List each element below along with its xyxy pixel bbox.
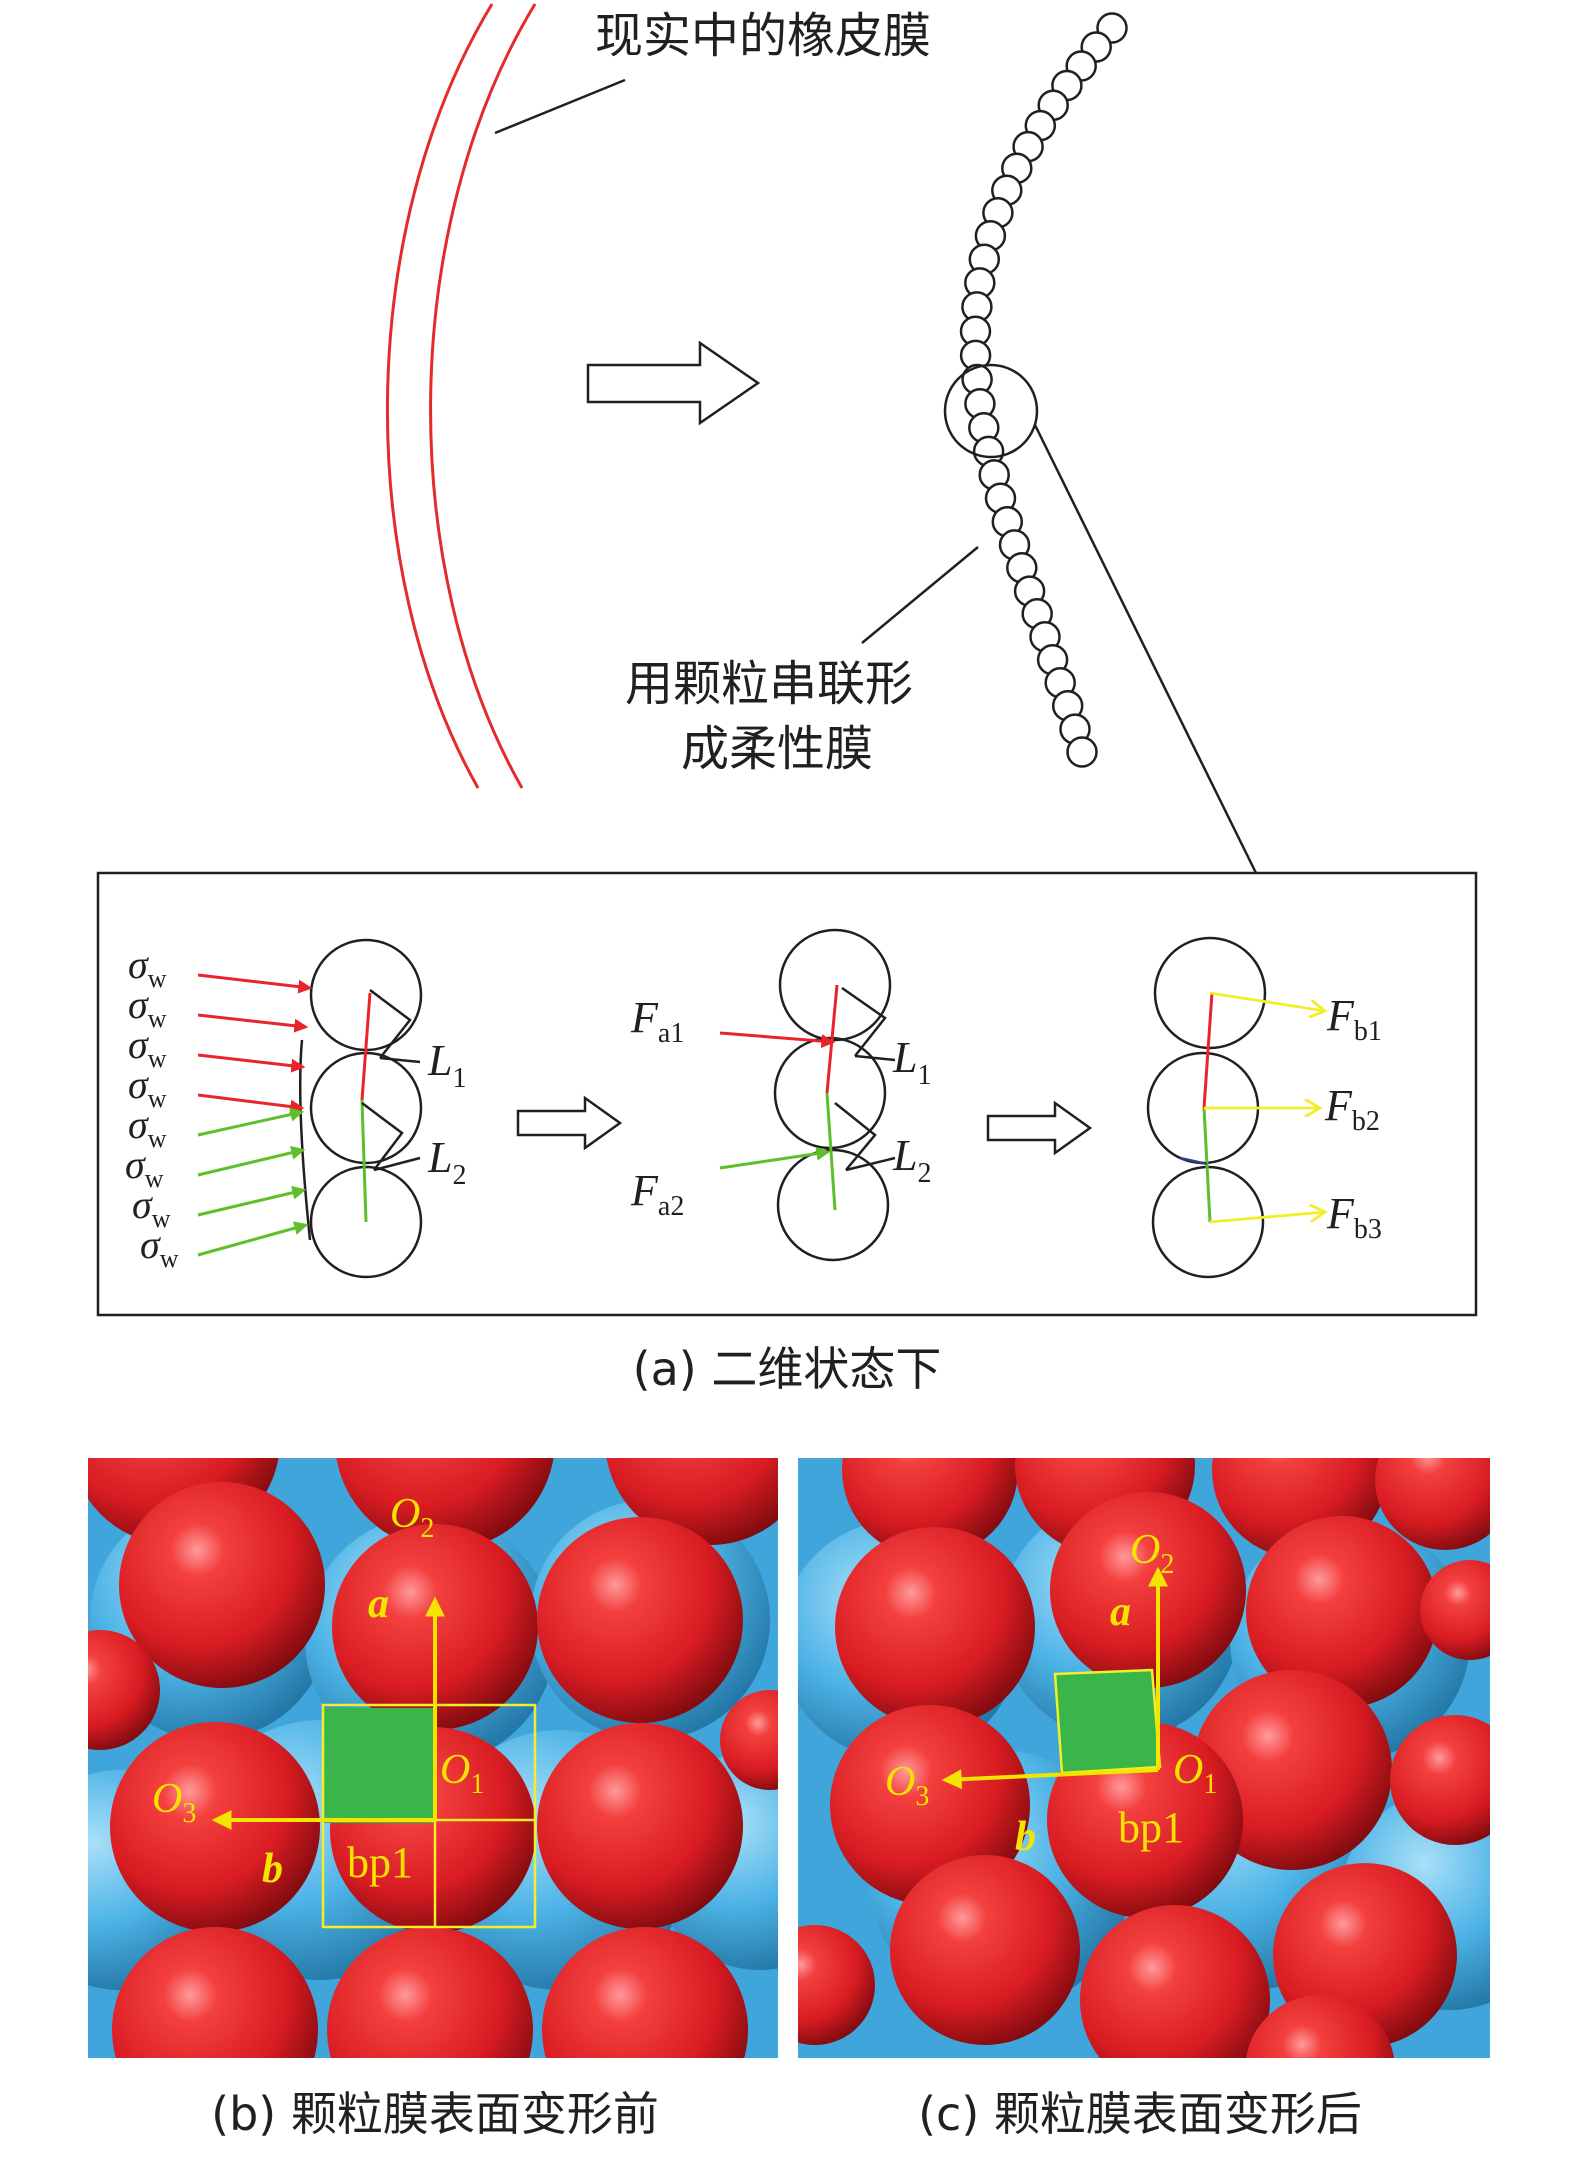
stage2-L1-label: L1 <box>892 1033 931 1091</box>
stage2-zigzag-L2 <box>834 1102 896 1172</box>
sigma-arrow <box>197 1053 306 1073</box>
transform-arrow-a2 <box>986 1100 1093 1156</box>
panel-c-b-label: b <box>1015 1814 1036 1860</box>
panel-c-bp1-label: bp1 <box>1118 1803 1184 1852</box>
sigma-arrow <box>197 1185 307 1217</box>
sigma-w-label: σw <box>128 982 167 1033</box>
stage2-Fa2-label: Fa2 <box>630 1166 684 1222</box>
chain-particle <box>1066 736 1098 768</box>
particle-chain-membrane <box>959 12 1128 768</box>
stage2-Fa1-label: Fa1 <box>630 993 684 1049</box>
panel-c-render: O2 a O1 O3 b bp1 <box>798 1458 1490 2058</box>
sigma-w-label: σw <box>128 1062 167 1113</box>
stage1-boundary-curve <box>298 1039 312 1241</box>
panel-c-O2-label: O2 <box>1130 1527 1174 1580</box>
stage3-arrow-Fb3 <box>1209 1212 1325 1224</box>
stage2-particles <box>773 928 892 1262</box>
stage1-particles <box>309 938 423 1279</box>
panel-b-bp1-label: bp1 <box>347 1838 413 1887</box>
stage3-center-links <box>1179 992 1214 1223</box>
panel-b-O3-label: O3 <box>152 1776 196 1829</box>
stage3-Fb1-label: Fb1 <box>1326 991 1382 1047</box>
sigma-arrow <box>197 1145 306 1177</box>
panel-b-a-label: a <box>368 1581 389 1627</box>
panel-c-O1-label: O1 <box>1173 1747 1217 1800</box>
sigma-w-label: σw <box>125 1142 164 1193</box>
panel-b-O2-label: O2 <box>390 1491 434 1544</box>
panel-c-red-particles <box>798 1458 1490 2058</box>
stage1-zigzag-L2 <box>361 1102 421 1172</box>
sigma-w-label: σw <box>140 1222 179 1273</box>
particle-membrane-label-line2: 成柔性膜 <box>681 721 873 777</box>
panel-c-green-patch <box>1053 1668 1162 1775</box>
real-rubber-membrane <box>386 3 537 789</box>
panel-c-caption: (c) 颗粒膜表面变形后 <box>918 2087 1362 2141</box>
stage1-center-links <box>360 992 372 1223</box>
stage3-Fb2-label: Fb2 <box>1324 1081 1380 1137</box>
panel-b-green-patch <box>323 1708 433 1823</box>
real-membrane-leader-line <box>494 78 626 135</box>
stage2-arrow-Fa2 <box>719 1146 831 1170</box>
real-membrane-label: 现实中的橡皮膜 <box>595 8 931 64</box>
panel-c-vector-b <box>941 1768 1159 1790</box>
stage1-L1-label: L1 <box>427 1036 466 1094</box>
particle-membrane-label-line1: 用颗粒串联形 <box>625 656 913 712</box>
stage1-zigzag-L1 <box>369 989 421 1064</box>
zoom-connector-line <box>1033 424 1258 874</box>
sigma-arrow <box>197 1093 305 1114</box>
panel-b-b-label: b <box>262 1846 283 1892</box>
sigma-pressure-arrows <box>197 973 313 1257</box>
sigma-arrow <box>197 1107 305 1137</box>
panel-c-O3-label: O3 <box>885 1759 929 1812</box>
panel-b-O1-label: O1 <box>440 1747 484 1800</box>
transform-arrow-top <box>586 340 761 426</box>
panel-b-render: O2 a O1 O3 b bp1 <box>88 1458 778 2058</box>
stage3-Fb3-label: Fb3 <box>1326 1189 1382 1245</box>
sigma-arrow <box>197 1013 309 1033</box>
stage1-L2-label: L2 <box>427 1133 466 1191</box>
sigma-arrow <box>197 973 313 994</box>
panel-a-caption: (a) 二维状态下 <box>633 1342 942 1396</box>
panel-c-a-label: a <box>1110 1589 1131 1635</box>
transform-arrow-a1 <box>516 1095 623 1151</box>
sigma-w-label: σw <box>128 1022 167 1073</box>
sigma-w-label: σw <box>128 942 167 993</box>
stage2-arrow-Fa1 <box>719 1031 836 1049</box>
sigma-w-label: σw <box>128 1102 167 1153</box>
panel-b-caption: (b) 颗粒膜表面变形前 <box>211 2087 659 2141</box>
stage3-arrow-Fb1 <box>1209 991 1325 1011</box>
particle-membrane-leader-line <box>861 546 979 644</box>
stage2-L2-label: L2 <box>892 1131 931 1189</box>
sigma-arrow <box>197 1221 309 1257</box>
stage2-zigzag-L1 <box>841 986 896 1062</box>
sigma-w-label: σw <box>132 1182 171 1233</box>
zoom-circle <box>943 363 1039 459</box>
stage2-center-links <box>825 984 839 1211</box>
panel-a-frame <box>96 871 1478 1317</box>
